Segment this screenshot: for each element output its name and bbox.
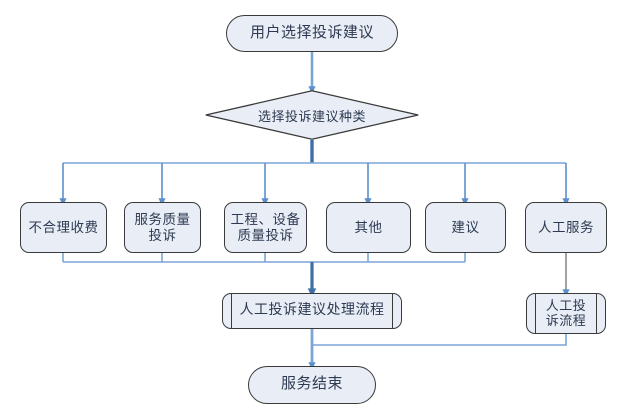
node-process-side-label: 人工投 诉流程 (545, 297, 587, 328)
node-branch-3-label: 工程、设备 质量投诉 (230, 211, 301, 243)
node-start[interactable]: 用户选择投诉建议 (226, 15, 398, 52)
diamond-shape (205, 90, 419, 140)
node-branch-5-label: 建议 (451, 219, 480, 235)
process-side-right-bar (596, 294, 597, 333)
edge-process-side-return (312, 334, 567, 346)
node-branch-1[interactable]: 不合理收费 (20, 202, 107, 253)
node-branch-6[interactable]: 人工服务 (525, 202, 607, 253)
node-branch-3[interactable]: 工程、设备 质量投诉 (224, 202, 307, 253)
node-branch-4-label: 其他 (354, 219, 383, 235)
node-process-main-label: 人工投诉建议处理流程 (239, 302, 385, 318)
node-process-main[interactable]: 人工投诉建议处理流程 (222, 293, 402, 329)
node-end-label: 服务结束 (280, 376, 343, 393)
node-decision-label: 选择投诉建议种类 (257, 108, 366, 124)
node-end[interactable]: 服务结束 (248, 366, 376, 404)
node-branch-4[interactable]: 其他 (326, 202, 411, 253)
node-branch-5[interactable]: 建议 (425, 202, 506, 253)
node-branch-2[interactable]: 服务质量 投诉 (124, 202, 201, 253)
node-branch-2-label: 服务质量 投诉 (134, 211, 191, 243)
node-process-side[interactable]: 人工投 诉流程 (526, 293, 606, 334)
node-start-label: 用户选择投诉建议 (249, 24, 374, 41)
node-branch-6-label: 人工服务 (538, 219, 594, 235)
process-main-right-bar (392, 294, 393, 328)
node-branch-1-label: 不合理收费 (28, 219, 99, 235)
process-main-left-bar (231, 294, 232, 328)
process-side-left-bar (535, 294, 536, 333)
node-decision[interactable]: 选择投诉建议种类 (205, 90, 419, 140)
